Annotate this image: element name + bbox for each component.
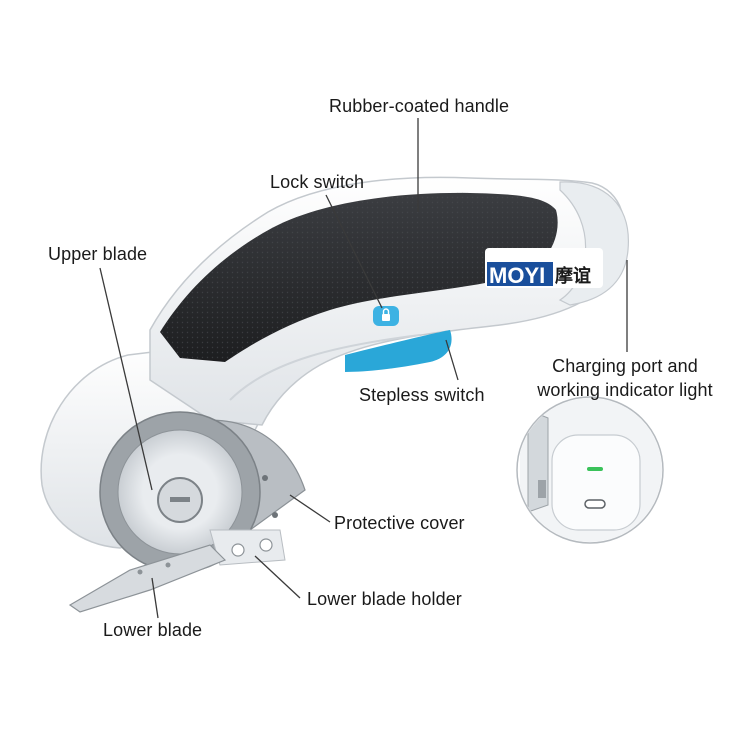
- label-rubber-coated-handle: Rubber-coated handle: [329, 96, 510, 116]
- label-charging-port-line1: Charging port and: [552, 356, 698, 376]
- label-upper-blade: Upper blade: [48, 244, 148, 264]
- brand-logo-latin: MOYI: [489, 263, 545, 288]
- label-lock-switch: Lock switch: [270, 172, 365, 192]
- label-lower-blade-holder: Lower blade holder: [307, 589, 462, 609]
- usb-c-port-icon: [584, 499, 606, 509]
- lower-blade: [68, 544, 227, 613]
- label-protective-cover: Protective cover: [334, 513, 465, 533]
- label-charging-port-line2: working indicator light: [537, 380, 713, 400]
- rear-cap: [558, 181, 629, 306]
- stepless-trigger: [345, 330, 452, 372]
- leader-lines: [99, 118, 628, 619]
- brand-logo: MOYI 摩谊: [485, 248, 603, 288]
- label-stepless-switch: Stepless switch: [359, 385, 485, 405]
- brand-logo-cjk: 摩谊: [555, 265, 591, 287]
- lock-icon: [382, 308, 390, 321]
- charging-port-inset: [516, 396, 664, 544]
- label-lower-blade: Lower blade: [103, 620, 203, 640]
- indicator-light-icon: [587, 467, 603, 471]
- label-charging-port: Charging port and working indicator ligh…: [522, 354, 728, 402]
